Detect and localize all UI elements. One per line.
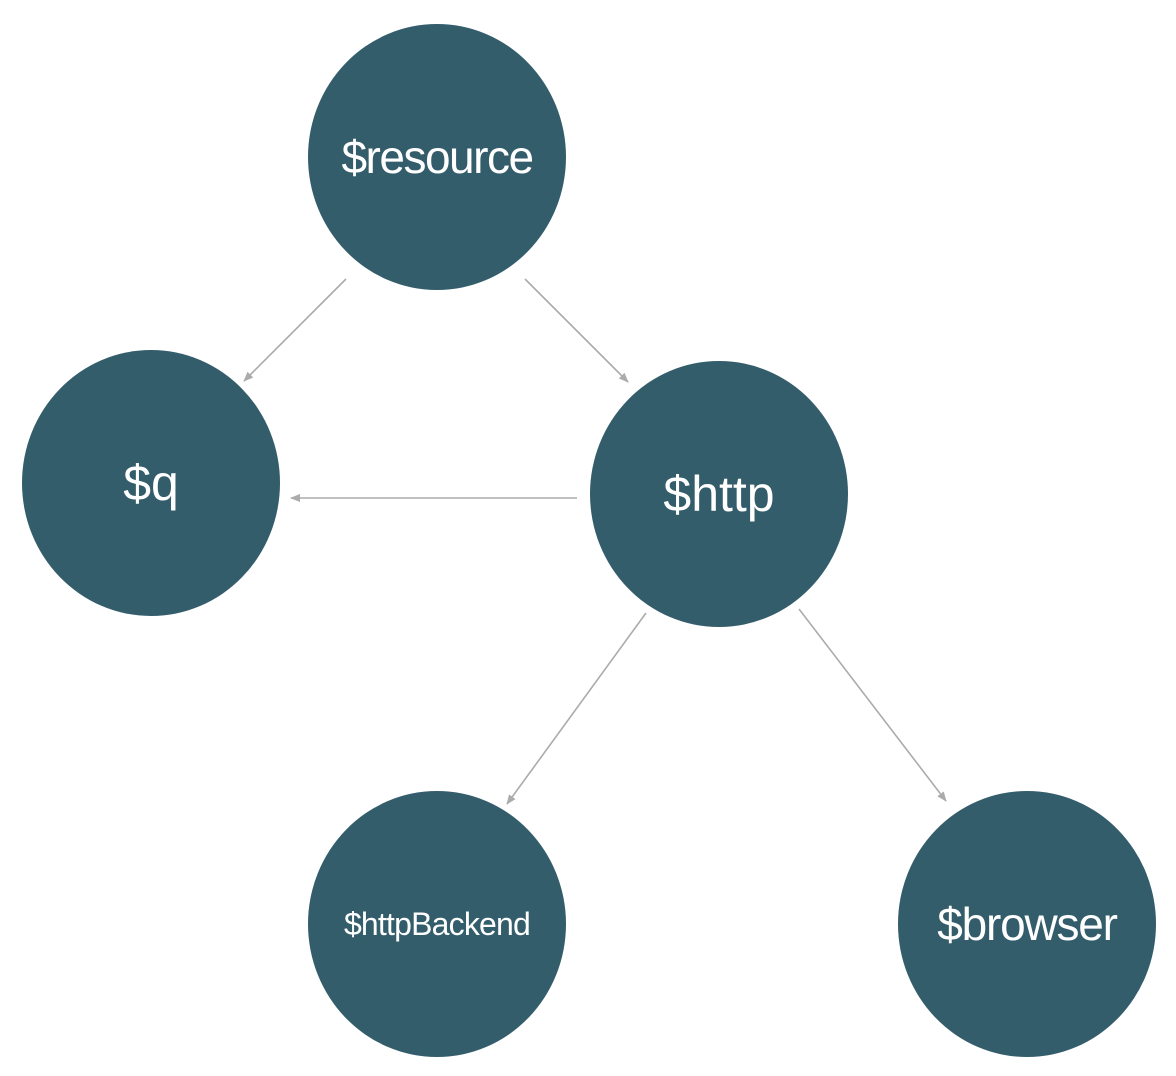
node-circle <box>308 791 566 1057</box>
edge-http-to-browser <box>798 608 947 802</box>
node-q: $q <box>22 350 280 616</box>
node-label-q: $q <box>123 455 179 511</box>
node-http: $http <box>590 361 848 627</box>
node-label-http: $http <box>663 466 774 522</box>
node-label-browser: $browser <box>937 898 1117 950</box>
edge-resource-to-http <box>524 278 629 383</box>
node-circle <box>898 791 1156 1057</box>
edge-http-to-httpbackend <box>506 612 647 805</box>
node-circle <box>308 24 566 290</box>
node-httpbackend: $httpBackend <box>308 791 566 1057</box>
node-circle <box>590 361 848 627</box>
node-label-resource: $resource <box>341 131 532 183</box>
edge-resource-to-q <box>243 278 347 382</box>
node-resource: $resource <box>308 24 566 290</box>
node-browser: $browser <box>898 791 1156 1057</box>
edges <box>243 278 947 805</box>
node-circle <box>22 350 280 616</box>
node-label-httpbackend: $httpBackend <box>344 906 530 942</box>
